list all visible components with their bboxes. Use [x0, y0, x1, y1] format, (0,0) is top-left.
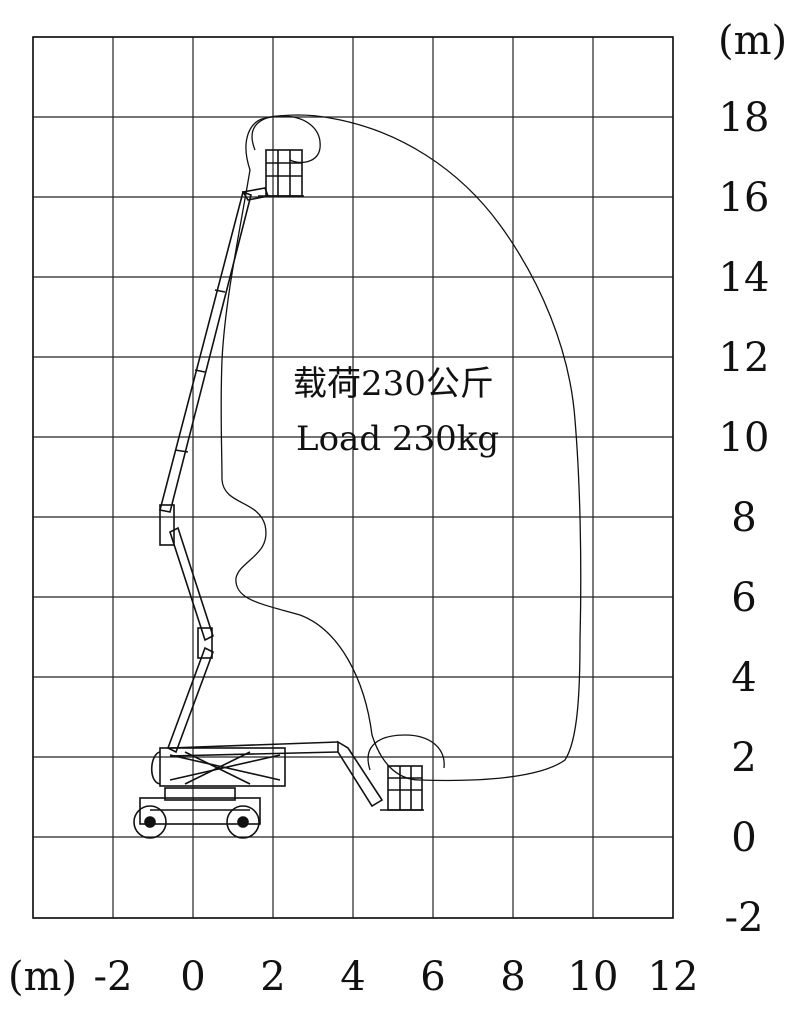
y-axis-unit: (m) — [718, 18, 785, 64]
x-tick: 6 — [420, 954, 445, 1000]
upper-basket-zone — [251, 115, 321, 164]
x-tick: 0 — [180, 954, 205, 1000]
x-tick: 2 — [260, 954, 285, 1000]
grid — [32, 36, 674, 919]
x-tick: 8 — [500, 954, 525, 1000]
y-axis-ticks: 18 16 14 12 10 8 6 4 2 0 -2 — [719, 95, 770, 941]
lower-basket-zone — [367, 734, 445, 771]
y-tick: 18 — [719, 95, 770, 141]
y-tick: 16 — [719, 175, 770, 221]
x-axis-unit: (m) — [8, 954, 77, 1000]
load-label-zh: 载荷230公斤 — [293, 364, 494, 404]
x-tick: 10 — [568, 954, 619, 1000]
y-tick: 4 — [731, 655, 756, 701]
x-tick: 4 — [340, 954, 365, 1000]
articulating-boom-lift-icon — [133, 149, 424, 839]
y-tick: 10 — [719, 415, 770, 461]
y-tick: 12 — [719, 335, 770, 381]
y-tick: 14 — [719, 255, 770, 301]
y-tick: 6 — [731, 575, 756, 621]
y-tick: 8 — [731, 495, 756, 541]
y-tick: -2 — [725, 895, 764, 941]
x-tick: -2 — [94, 954, 133, 1000]
x-axis-ticks: -2 0 2 4 6 8 10 12 — [94, 954, 699, 1000]
load-label-en: Load 230kg — [296, 419, 499, 459]
y-tick: 2 — [731, 735, 756, 781]
y-tick: 0 — [731, 815, 756, 861]
x-tick: 12 — [648, 954, 699, 1000]
grid-frame — [32, 36, 674, 919]
